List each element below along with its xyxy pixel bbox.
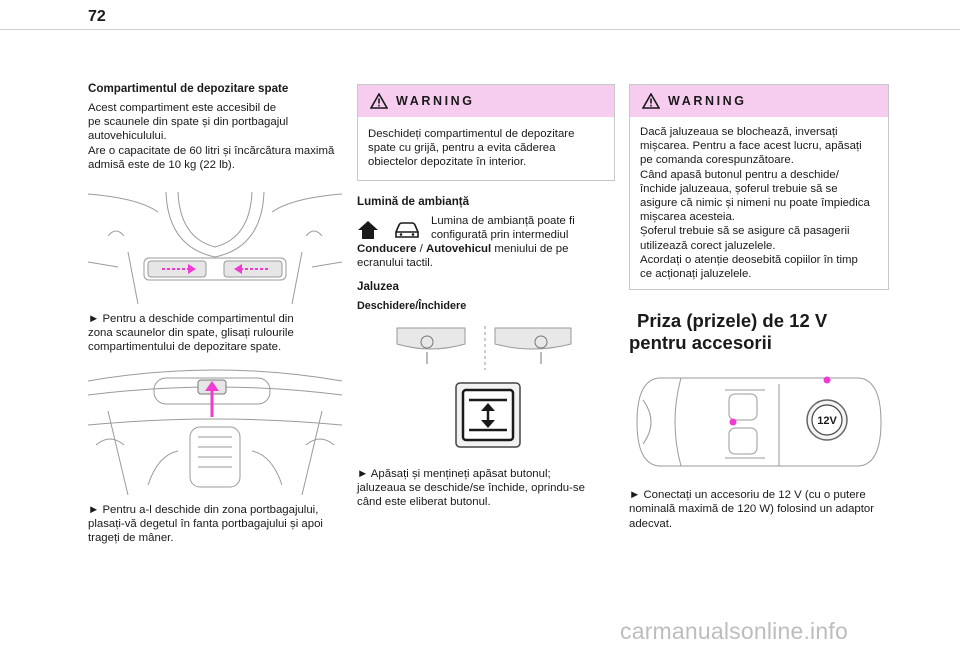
- menu-driving: Conducere: [357, 243, 417, 256]
- warning-triangle-icon: [370, 93, 388, 109]
- warning-text-storage: Deschideți compartimentul de depozitare …: [368, 128, 575, 169]
- subheading-open-close: Deschidere/Închidere: [357, 300, 467, 313]
- ambient-light-menu-path: Conducere / Autovehicul meniului de pe e…: [357, 243, 569, 270]
- step-open-from-seats: ► Pentru a deschide compartimentul din z…: [88, 313, 294, 354]
- step-press-hold-button: ► Apăsați și mențineți apăsat butonul; j…: [357, 467, 585, 509]
- rear-storage-description: Acest compartiment este accesibil de pe …: [88, 102, 335, 171]
- warning-text-blind: Dacă jaluzeaua se blochează, inversați m…: [640, 126, 870, 281]
- section-title-12v-socket: Priza (prizele) de 12 V pentru accesorii: [629, 310, 828, 354]
- home-icon: [358, 220, 378, 239]
- warning-triangle-icon: [642, 93, 660, 109]
- illustration-rear-storage-shutters: [87, 191, 343, 305]
- section-heading-ambient-light: Lumină de ambianță: [357, 194, 470, 208]
- warning-title: WARNING: [668, 94, 747, 108]
- warning-header: WARNING: [630, 85, 888, 117]
- page-number: 72: [88, 8, 106, 25]
- column-blind-warning-socket: WARNING Dacă jaluzeaua se blochează, inv…: [629, 84, 889, 531]
- section-heading-blind: Jaluzea: [357, 280, 399, 294]
- column-ambient-blind: WARNING Deschideți compartimentul de dep…: [357, 84, 615, 509]
- top-rule: [0, 29, 960, 30]
- menu-vehicle: Autovehicul: [426, 243, 492, 256]
- blind-button-icon: [455, 381, 521, 448]
- section-heading-rear-storage: Compartimentul de depozitare spate: [88, 82, 289, 95]
- socket-12v-label: 12V: [817, 415, 837, 427]
- ambient-light-text: Lumina de ambianță poate fi configurată …: [431, 214, 575, 241]
- illustration-blind-controls: [357, 322, 615, 372]
- warning-box-storage: WARNING Deschideți compartimentul de dep…: [357, 84, 615, 181]
- step-connect-accessory: ► Conectați un accesoriu de 12 V (cu o p…: [629, 489, 875, 530]
- warning-box-blind: WARNING Dacă jaluzeaua se blochează, inv…: [629, 84, 889, 291]
- illustration-rear-storage-boot-handle: [87, 365, 343, 495]
- car-icon: [395, 221, 419, 238]
- illustration-12v-socket-location: 12V: [629, 370, 889, 474]
- step-open-from-boot: ► Pentru a-l deschide din zona portbagaj…: [88, 503, 323, 545]
- warning-header: WARNING: [358, 85, 614, 117]
- watermark: carmanualsonline.info: [620, 618, 848, 644]
- column-rear-storage: Compartimentul de depozitare spate Acest…: [87, 82, 343, 545]
- warning-title: WARNING: [396, 94, 475, 108]
